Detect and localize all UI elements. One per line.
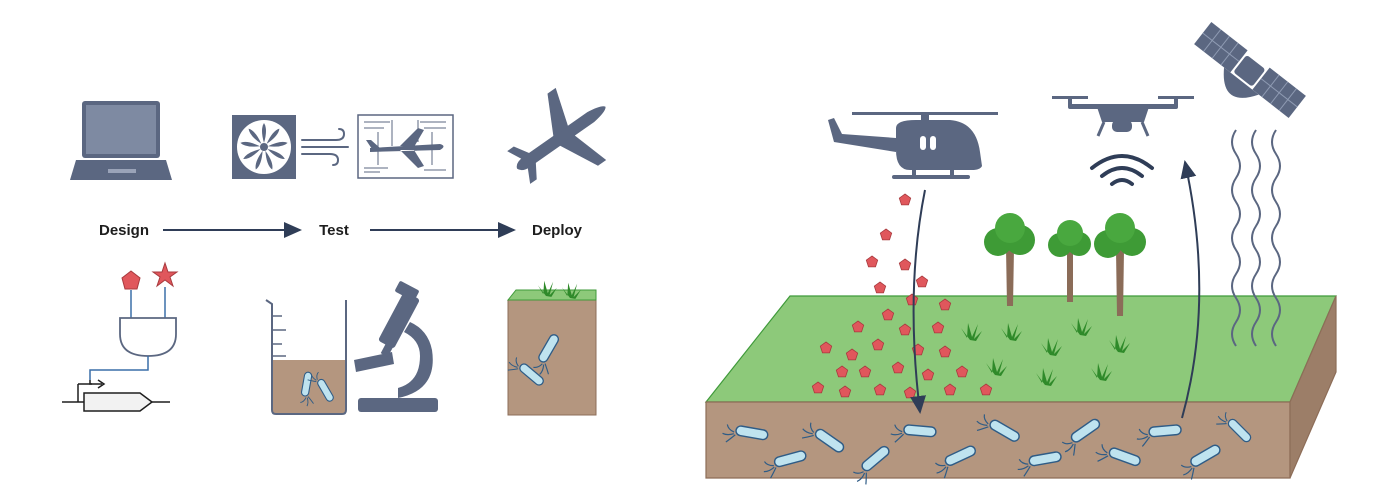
trees (984, 213, 1146, 316)
satellite-waves (1231, 129, 1281, 347)
step-label-design: Design (99, 222, 149, 239)
drone-icon (1052, 96, 1194, 137)
wind-icon (301, 128, 349, 166)
tree (1094, 213, 1146, 316)
soil-sample-icon (503, 280, 597, 416)
helicopter-icon (828, 112, 998, 179)
tree (1048, 220, 1091, 302)
arrow-down-to-soil (910, 189, 926, 414)
microscope-icon (354, 281, 438, 412)
star-icon (151, 261, 179, 288)
airplane-icon (507, 87, 607, 184)
signal-icon (1090, 154, 1154, 186)
arrow-up-to-drone (1180, 160, 1201, 419)
step-label-deploy: Deploy (532, 222, 583, 239)
laptop-icon (70, 101, 172, 180)
blueprint-airplane-icon (357, 114, 454, 179)
tree (984, 213, 1035, 306)
step-label-test: Test (319, 222, 349, 239)
satellite-icon (1194, 22, 1306, 118)
wind-tunnel-fan-icon (232, 115, 296, 179)
logic-gate-circuit-icon (62, 261, 179, 412)
beaker-icon (265, 299, 347, 415)
